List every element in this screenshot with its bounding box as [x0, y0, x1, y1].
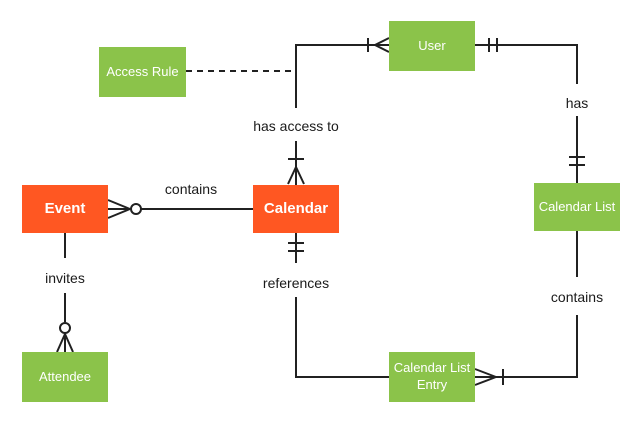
relationship-label-contains: contains: [162, 181, 220, 197]
relationship-label-has: has: [563, 95, 591, 111]
entity-label: Calendar: [263, 200, 329, 218]
entity-attendee[interactable]: Attendee: [22, 352, 108, 402]
connector-line: [295, 44, 389, 108]
entity-user[interactable]: User: [389, 21, 475, 71]
entity-label: User: [418, 37, 446, 53]
entity-event[interactable]: Event: [22, 185, 108, 233]
relationship-label-contains: contains: [548, 289, 606, 305]
relationship-label-references: references: [260, 275, 332, 291]
cardinality-one-or-many-marker: [287, 158, 305, 185]
entity-calendar-list-entry[interactable]: Calendar List Entry: [389, 352, 475, 402]
connector-calendar-has-access-to-user: [287, 37, 390, 185]
connector-event-invites-attendee: [56, 233, 74, 353]
connector-user-has-calendar-list: [475, 38, 585, 183]
entity-calendar[interactable]: Calendar: [253, 185, 339, 233]
cardinality-exactly-one-marker: [488, 38, 498, 52]
cardinality-many-crowfoot-marker: [107, 199, 131, 219]
cardinality-exactly-one-marker: [569, 156, 585, 166]
connector-calendar-references-entry: [288, 233, 389, 378]
cardinality-zero-circle-marker: [59, 322, 71, 334]
relationship-label-has-access-to: has access to: [251, 118, 341, 134]
connector-event-contains-calendar: [107, 199, 253, 219]
entity-label: Calendar List Entry: [393, 360, 471, 392]
cardinality-one-or-many-marker: [474, 368, 504, 386]
entity-label: Attendee: [38, 368, 92, 384]
cardinality-many-crowfoot-marker: [56, 333, 74, 353]
cardinality-zero-circle-marker: [130, 203, 142, 215]
entity-calendar-list[interactable]: Calendar List: [534, 183, 620, 231]
connector-line: [475, 44, 578, 84]
connector-line: [475, 315, 578, 378]
relationship-label-invites: invites: [43, 270, 87, 286]
connector-calendar-list-contains-entry: [474, 231, 578, 386]
connector-line: [295, 297, 389, 378]
entity-access-rule[interactable]: Access Rule: [99, 47, 186, 97]
entity-label: Event: [44, 200, 86, 218]
cardinality-one-or-many-marker: [367, 37, 390, 53]
cardinality-exactly-one-marker: [288, 242, 304, 252]
entity-label: Access Rule: [106, 63, 179, 79]
entity-label: Calendar List: [538, 198, 616, 214]
